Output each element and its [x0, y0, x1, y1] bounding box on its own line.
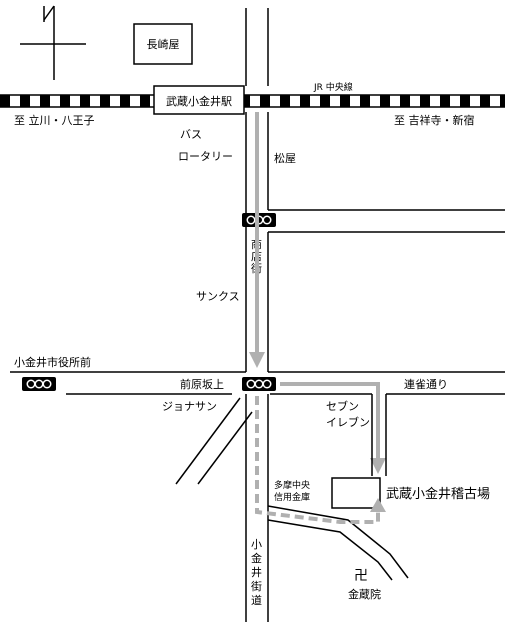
- bank-label-2: 信用金庫: [274, 491, 310, 503]
- city-hall-label: 小金井市役所前: [14, 355, 91, 369]
- chuo-line-label: JR 中央線: [313, 81, 353, 93]
- station-label: 武蔵小金井駅: [166, 94, 232, 108]
- traffic-light-icon: [242, 377, 276, 391]
- jonathan-label: ジョナサン: [162, 400, 217, 413]
- matsuya-label: 松屋: [274, 151, 296, 165]
- renjaku-label: 連雀通り: [404, 377, 448, 391]
- traffic-light-icon: [22, 377, 56, 391]
- dojo-building: [331, 477, 381, 509]
- road-north: [245, 8, 269, 86]
- kaidou-label-3: 井: [251, 565, 262, 579]
- route-arrow-east: [280, 382, 386, 474]
- bank-label-1: 多摩中央: [274, 479, 310, 491]
- kaidou-label-2: 金: [251, 551, 262, 565]
- route-dashed: [255, 396, 386, 524]
- road-shotengai: [245, 112, 505, 372]
- temple-icon: 卍: [354, 568, 368, 584]
- kaidou-label-5: 道: [251, 593, 262, 607]
- bus-label-2: ロータリー: [178, 150, 233, 163]
- maehara-label: 前原坂上: [180, 377, 224, 391]
- to-west-label: 至 立川・八王子: [14, 113, 95, 127]
- kaidou-label-4: 街: [251, 579, 262, 593]
- seven-label-2: イレブン: [326, 415, 370, 429]
- chuo-line-railway: [0, 94, 505, 108]
- nagasakiya-building: [133, 23, 193, 65]
- road-renjaku-dori: [10, 371, 505, 395]
- temple-label: 金蔵院: [348, 587, 381, 601]
- route-arrow-south: [249, 112, 265, 368]
- station-box: [153, 85, 245, 115]
- suncus-label: サンクス: [196, 290, 240, 303]
- north-arrow-icon: [20, 5, 86, 80]
- bus-label-1: バス: [180, 128, 202, 141]
- nagasakiya-label: 長崎屋: [147, 37, 180, 51]
- kaidou-label-1: 小: [251, 538, 262, 551]
- to-east-label: 至 吉祥寺・新宿: [394, 113, 475, 127]
- road-koganei-kaido: [175, 394, 409, 622]
- dojo-label: 武蔵小金井稽古場: [386, 486, 490, 502]
- seven-label-1: セブン: [326, 399, 359, 413]
